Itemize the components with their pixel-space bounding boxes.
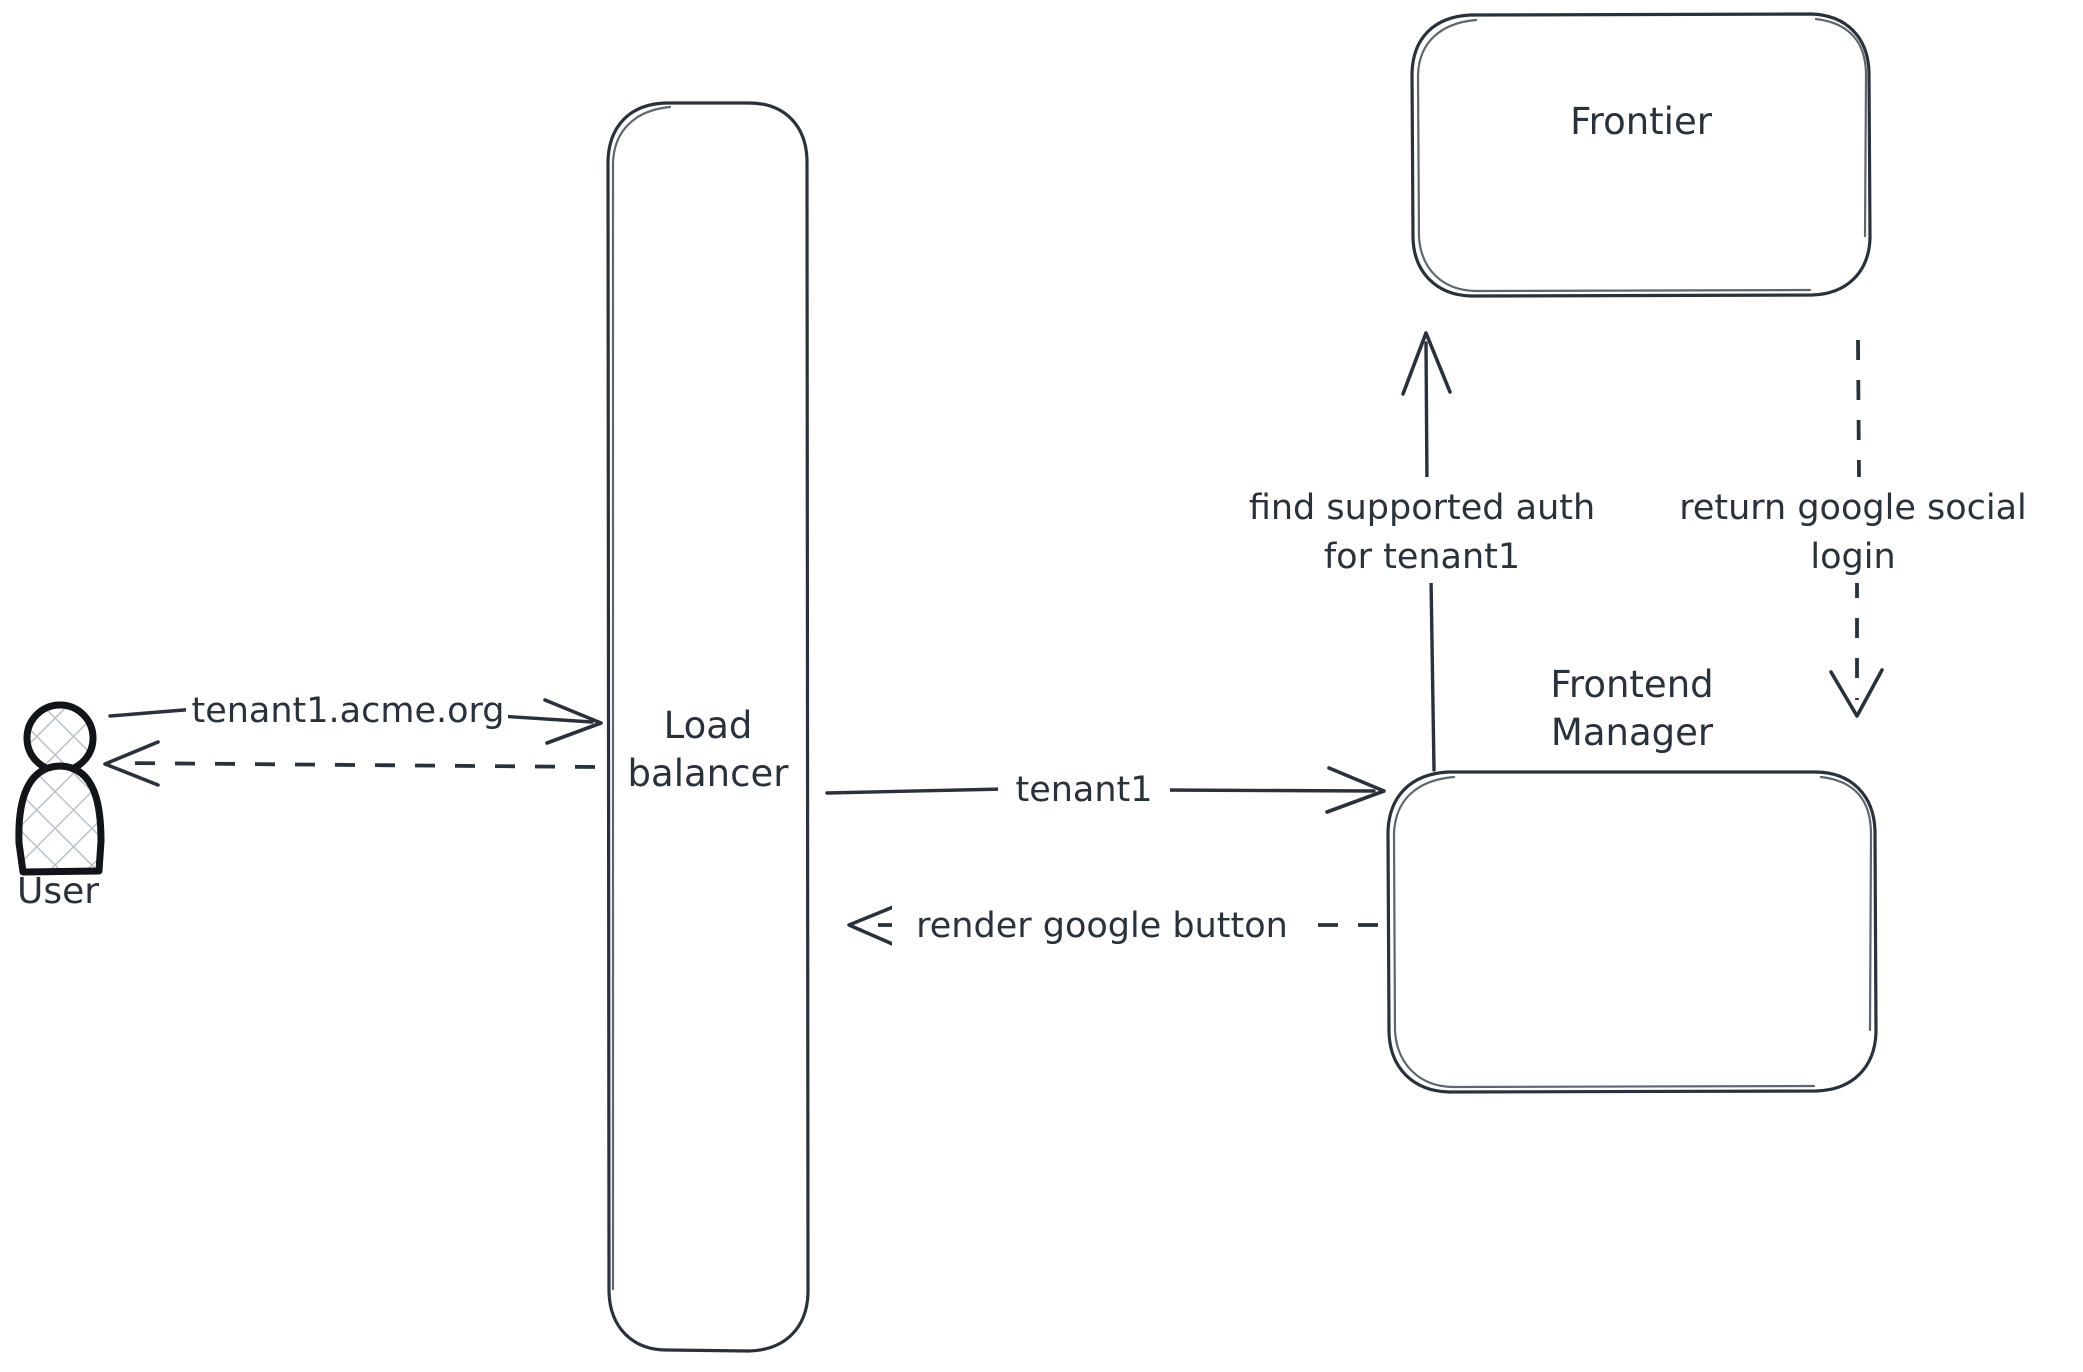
edge-label-bg <box>1646 477 2062 583</box>
node-label-load-balancer-line1: Load <box>664 704 753 747</box>
edge-label-return-google-social-line2: login <box>1810 537 1895 577</box>
edge-load-balancer-to-user[interactable] <box>103 740 596 787</box>
edge-label-find-supported-auth-line2: for tenant1 <box>1324 537 1520 577</box>
edge-label-render-google-button: render google button <box>916 906 1288 946</box>
edge-frontend-manager-to-frontier[interactable]: find supported auth for tenant1 <box>1216 331 1628 772</box>
edge-label-tenant1: tenant1 <box>1015 770 1152 810</box>
user-actor-icon[interactable]: User <box>15 701 105 912</box>
actor-label-user: User <box>17 871 99 912</box>
edge-label-bg <box>998 766 1170 812</box>
node-frontend-manager[interactable]: Frontend Manager <box>1386 663 1878 1094</box>
edge-frontend-manager-to-load-balancer[interactable]: render google button <box>847 900 1378 950</box>
edge-load-balancer-to-frontend-manager[interactable]: tenant1 <box>825 766 1386 814</box>
node-label-frontend-manager-line1: Frontend <box>1550 663 1713 706</box>
node-frontier[interactable]: Frontier <box>1410 12 1872 298</box>
edge-user-to-load-balancer[interactable]: tenant1.acme.org <box>108 688 603 745</box>
edge-label-bg <box>892 900 1312 950</box>
edge-label-bg <box>1216 477 1628 583</box>
edge-label-bg <box>186 688 508 734</box>
edge-label-tenant1-acme-org: tenant1.acme.org <box>191 691 504 731</box>
node-label-load-balancer-line2: balancer <box>628 752 790 795</box>
node-label-frontier: Frontier <box>1570 100 1713 143</box>
node-label-frontend-manager-line2: Manager <box>1551 711 1714 754</box>
edge-label-find-supported-auth-line1: find supported auth <box>1249 488 1595 528</box>
edge-frontier-to-frontend-manager[interactable]: return google social login <box>1646 339 2062 718</box>
edge-label-return-google-social-line1: return google social <box>1679 488 2027 528</box>
node-load-balancer[interactable]: Load balancer <box>606 101 810 1353</box>
